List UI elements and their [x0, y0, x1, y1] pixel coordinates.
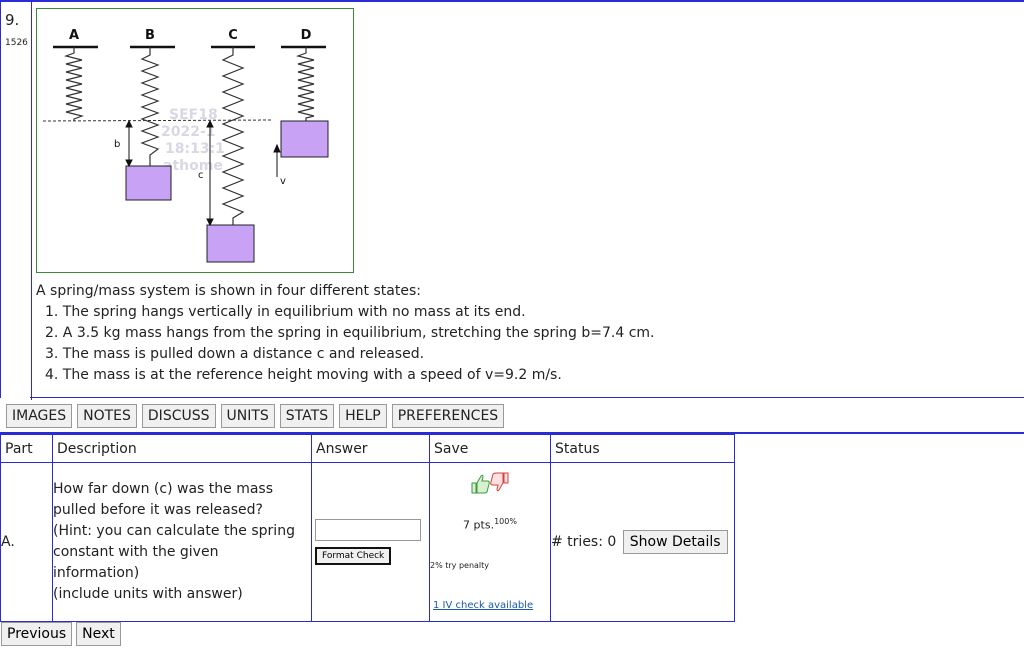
part-description: How far down (c) was the mass pulled bef… [52, 462, 312, 622]
reference-line [42, 119, 274, 122]
question-number: 9. [5, 11, 20, 29]
question-intro: A spring/mass system is shown in four di… [36, 283, 421, 299]
show-details-button[interactable]: Show Details [622, 530, 728, 554]
toolbar-divider [0, 432, 1024, 434]
question-id: 1526 [5, 38, 28, 48]
points-display: 7 pts.100% [430, 517, 550, 532]
table-header-row: Part Description Answer Save Status [0, 434, 735, 463]
format-check-button[interactable]: Format Check [315, 547, 392, 565]
label-v: v [280, 176, 286, 187]
watermark: SEF18 2022-1 18:13:1 athome [161, 107, 225, 174]
label-d: D [301, 28, 312, 43]
images-button[interactable]: IMAGES [6, 404, 73, 428]
mass-d [280, 120, 329, 158]
units-button[interactable]: UNITS [220, 404, 275, 428]
question-divider [31, 2, 32, 400]
status-cell: # tries: 0 Show Details [550, 462, 735, 622]
header-answer: Answer [311, 434, 430, 463]
question-toolbar: IMAGES NOTES DISCUSS UNITS STATS HELP PR… [6, 404, 505, 428]
question-panel: 9. 1526 SEF18 2022-1 18:13:1 athome A [0, 0, 1024, 400]
table-row: A. How far down (c) was the mass pulled … [0, 462, 735, 622]
discuss-button[interactable]: DISCUSS [141, 404, 216, 428]
iv-check-link[interactable]: 1 IV check available [433, 600, 534, 611]
header-part: Part [0, 434, 53, 463]
next-button[interactable]: Next [76, 622, 121, 646]
spring-diagram: SEF18 2022-1 18:13:1 athome A B C D [42, 28, 329, 263]
panel-divider [30, 397, 1024, 398]
description-line: pulled before it was released? [53, 502, 263, 518]
question-item: 2. A 3.5 kg mass hangs from the spring i… [45, 325, 655, 341]
label-c: C [228, 28, 238, 43]
try-penalty: 2% try penalty [430, 561, 490, 570]
label-b: B [145, 28, 155, 43]
previous-button[interactable]: Previous [1, 622, 73, 646]
label-b-distance: b [114, 139, 120, 150]
thumbs-feedback [471, 472, 509, 494]
description-line: information) [53, 565, 140, 581]
question-text: A spring/mass system is shown in four di… [36, 281, 654, 386]
mass-c [206, 224, 255, 263]
points-percent: 100% [494, 517, 517, 526]
preferences-button[interactable]: PREFERENCES [391, 404, 505, 428]
watermark-line: 18:13:1 [165, 141, 225, 157]
question-item: 3. The mass is pulled down a distance c … [45, 346, 425, 362]
header-status: Status [550, 434, 735, 463]
description-line: (include units with answer) [53, 586, 243, 602]
notes-button[interactable]: NOTES [77, 404, 137, 428]
spring-mass-figure: SEF18 2022-1 18:13:1 athome A B C D [36, 8, 354, 273]
watermark-line: 2022-1 [161, 124, 216, 140]
description-line: How far down (c) was the mass [53, 481, 274, 497]
spring-a [63, 47, 85, 121]
help-button[interactable]: HELP [339, 404, 387, 428]
spring-c [221, 47, 245, 225]
watermark-line: SEF18 [169, 107, 218, 123]
navigation-bar: Previous Next [1, 622, 121, 646]
points-value: 7 pts. [463, 518, 495, 532]
label-c-distance: c [198, 170, 204, 181]
part-label: A. [0, 462, 53, 622]
description-line: constant with the given [53, 544, 219, 560]
tries-count: # tries: 0 [551, 534, 617, 550]
header-description: Description [52, 434, 312, 463]
stats-button[interactable]: STATS [279, 404, 335, 428]
question-item: 4. The mass is at the reference height m… [45, 367, 562, 383]
answer-input[interactable] [315, 519, 421, 541]
parts-table: Part Description Answer Save Status A. H… [0, 434, 735, 622]
header-save: Save [429, 434, 551, 463]
thumbs-up-icon[interactable] [471, 474, 490, 494]
question-item: 1. The spring hangs vertically in equili… [45, 304, 526, 320]
mass-b [125, 165, 172, 201]
label-a: A [69, 28, 79, 43]
answer-cell: Format Check [311, 462, 430, 622]
watermark-line: athome [163, 158, 223, 174]
thumbs-down-icon[interactable] [490, 472, 509, 492]
description-line: (Hint: you can calculate the spring [53, 523, 295, 539]
save-cell: 7 pts.100% 2% try penalty 1 IV check ava… [429, 462, 551, 622]
spring-d [295, 47, 315, 121]
spring-b [140, 47, 160, 166]
